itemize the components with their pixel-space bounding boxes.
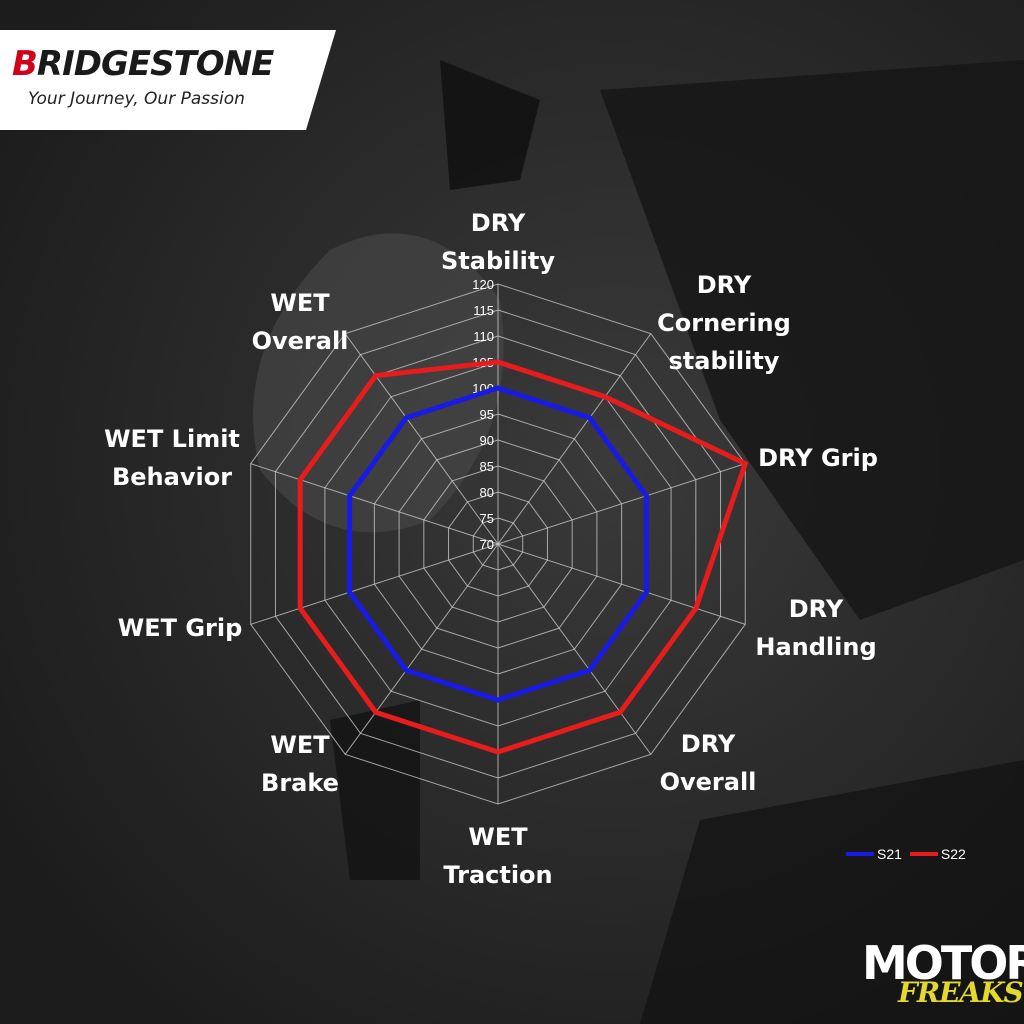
legend-swatch-s22: [909, 852, 938, 856]
data-point-s22: [299, 479, 301, 481]
data-point-s22: [695, 607, 697, 609]
axis-label: WET Grip: [117, 614, 243, 642]
watermark-top-text: MOTOR: [862, 936, 1024, 990]
data-point-s22: [299, 607, 301, 609]
tick-label: 75: [480, 511, 494, 526]
brand-logo-box: [0, 30, 336, 130]
data-point-s21: [645, 495, 647, 497]
grid-spoke: [497, 463, 746, 545]
data-point-s22: [744, 463, 746, 465]
grid-spoke: [344, 333, 499, 545]
tick-label: 70: [480, 537, 494, 552]
tick-label: 110: [473, 329, 494, 344]
brand-logo: BRIDGESTONE: [12, 44, 274, 84]
chart-legend: S21 S22: [846, 846, 974, 862]
data-point-s21: [589, 669, 591, 671]
data-point-s21: [497, 387, 499, 389]
axis-label: DRY Overall: [659, 730, 757, 796]
data-point-s22: [375, 375, 377, 377]
axis-label: DRY Cornering stability: [657, 271, 791, 375]
axis-label: WET Brake: [261, 731, 339, 797]
legend-item-s21: S21: [846, 846, 902, 862]
data-point-s21: [497, 699, 499, 701]
grid-spoke: [497, 543, 652, 755]
data-point-s21: [349, 495, 351, 497]
grid-spoke: [497, 333, 652, 545]
grid-spoke: [497, 543, 746, 625]
tick-label: 80: [480, 485, 494, 500]
brand-tagline: Your Journey, Our Passion: [28, 89, 245, 109]
data-point-s22: [497, 751, 499, 753]
axis-label: DRY Grip: [758, 444, 878, 472]
data-point-s21: [405, 669, 407, 671]
watermark-bottom-text: FREAKS: [898, 976, 1024, 1009]
data-point-s22: [375, 711, 377, 713]
axis-label: WET Limit Behavior: [104, 425, 240, 491]
axis-label: WET Traction: [443, 823, 553, 889]
legend-label-s21: S21: [877, 846, 902, 862]
legend-item-s22: S22: [909, 846, 966, 862]
grid-spoke: [250, 543, 499, 625]
data-point-s22: [619, 711, 621, 713]
motorfreaks-watermark: MOTOR FREAKS: [862, 938, 1024, 1009]
legend-swatch-s21: [846, 852, 874, 856]
data-point-s22: [604, 396, 606, 398]
axis-label: DRY Stability: [441, 209, 555, 275]
data-point-s22: [497, 361, 499, 363]
legend-label-s22: S22: [940, 846, 966, 862]
tick-label: 90: [480, 433, 494, 448]
data-point-s21: [405, 417, 407, 419]
axis-label: WET Overall: [251, 289, 349, 355]
tick-label: 115: [473, 303, 494, 318]
data-point-s21: [589, 417, 591, 419]
grid-spoke: [250, 463, 499, 545]
tick-label: 120: [472, 277, 494, 292]
axis-label: DRY Handling: [755, 595, 877, 661]
tick-label: 85: [480, 459, 494, 474]
tick-label: 95: [480, 407, 494, 422]
data-point-s21: [645, 591, 647, 593]
data-point-s21: [349, 591, 351, 593]
grid-spoke: [344, 543, 499, 755]
